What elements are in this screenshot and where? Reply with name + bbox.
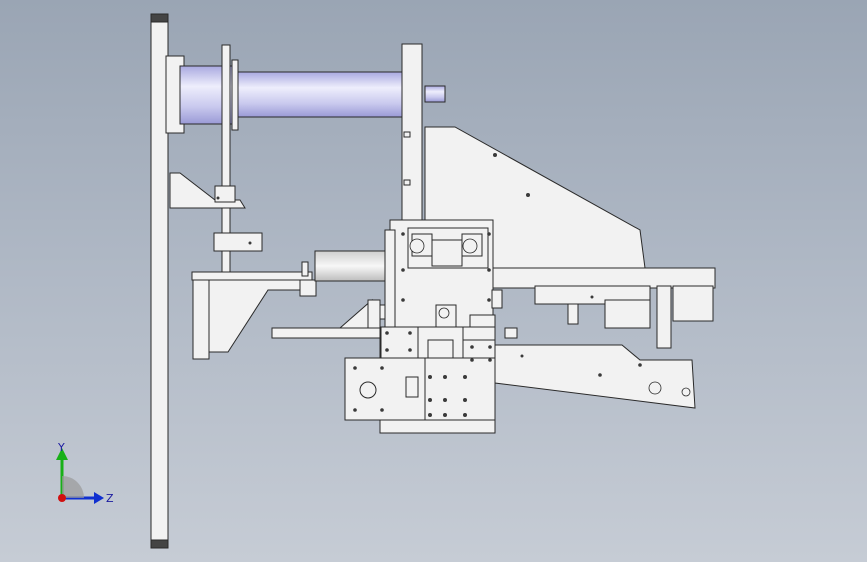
lower-bracket bbox=[208, 279, 301, 353]
base-plate bbox=[150, 17, 169, 549]
rail-end-block bbox=[672, 285, 714, 322]
axis-triad: Y Z bbox=[56, 441, 114, 505]
guide-bar bbox=[271, 327, 388, 339]
rail-post bbox=[656, 285, 672, 349]
y-axis-label: Y bbox=[57, 441, 65, 454]
y-axis-arrow bbox=[56, 448, 68, 460]
z-axis-arrow bbox=[94, 492, 104, 504]
lower-arm bbox=[491, 344, 696, 409]
z-axis-label: Z bbox=[106, 492, 114, 505]
upper-bracket bbox=[169, 172, 246, 209]
piston-rod bbox=[424, 85, 446, 103]
horizontal-rail bbox=[491, 267, 716, 289]
triad-plane-shading bbox=[62, 476, 84, 498]
x-axis-dot bbox=[58, 494, 66, 502]
drive-motor bbox=[314, 250, 388, 282]
cylinder-body bbox=[234, 71, 406, 118]
